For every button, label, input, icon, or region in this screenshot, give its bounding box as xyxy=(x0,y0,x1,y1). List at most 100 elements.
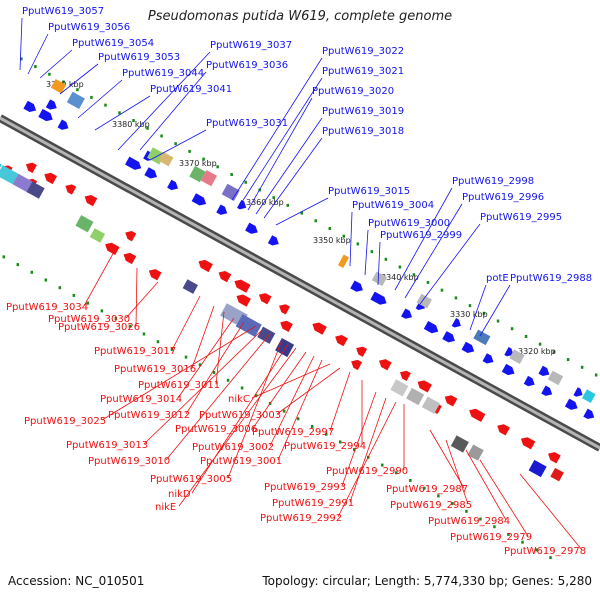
forward-label-leader xyxy=(94,95,151,131)
reverse-label-leader xyxy=(227,339,283,479)
reverse-gene-label: PputW619_3006 xyxy=(175,424,257,435)
reverse-gene-arrow xyxy=(105,242,120,255)
reverse-label-leader xyxy=(465,449,507,521)
forward-gene-arrow xyxy=(57,119,69,130)
tick-dot xyxy=(566,358,570,362)
kbp-tick-label: 3370 kbp xyxy=(179,159,217,168)
forward-gene-arrow xyxy=(564,398,578,410)
tick-dot xyxy=(226,378,230,382)
reverse-gene-label: PputW619_3010 xyxy=(88,456,170,467)
forward-label-leader xyxy=(247,97,313,211)
tick-dot xyxy=(384,257,388,261)
reverse-label-leader xyxy=(479,459,529,537)
forward-label-leader xyxy=(149,129,207,161)
reverse-gene-label: PputW619_3034 xyxy=(6,302,88,313)
reverse-gene-arrow xyxy=(335,335,348,347)
forward-label-leader xyxy=(377,241,381,286)
reverse-label-leader xyxy=(349,397,387,503)
tick-dot xyxy=(286,203,289,207)
reverse-label-leader xyxy=(83,249,116,307)
forward-gene-arrow xyxy=(538,365,550,377)
feature-block xyxy=(406,387,425,406)
forward-gene-arrow xyxy=(401,308,412,319)
tick-dot xyxy=(240,386,244,390)
reverse-label-leader xyxy=(429,429,465,489)
forward-gene-label: PputW619_2998 xyxy=(452,176,534,187)
forward-gene-label: PputW619_2995 xyxy=(480,212,562,223)
tick-dot xyxy=(314,219,318,223)
reverse-gene-label: PputW619_3011 xyxy=(138,380,220,391)
tick-dot xyxy=(328,226,332,230)
forward-label-leader xyxy=(469,284,487,331)
reverse-gene-label: PputW619_3003 xyxy=(199,410,281,421)
gene-features xyxy=(0,79,596,482)
tick-dot xyxy=(34,65,37,69)
tick-dot xyxy=(118,111,121,115)
forward-gene-label: PputW619_3036 xyxy=(206,60,288,71)
accession-text: Accession: NC_010501 xyxy=(8,574,145,588)
forward-label-leader xyxy=(255,117,323,215)
tick-dot xyxy=(482,311,486,315)
tick-dot xyxy=(244,180,247,184)
tick-dot xyxy=(324,432,328,436)
reverse-label-leader xyxy=(185,321,245,415)
forward-gene-arrow xyxy=(370,291,387,305)
feature-block xyxy=(416,293,432,309)
reverse-gene-label: PputW619_2978 xyxy=(504,546,586,557)
forward-gene-arrow xyxy=(442,331,455,343)
feature-block xyxy=(275,338,295,358)
tick-dot xyxy=(198,363,202,367)
tick-dot xyxy=(100,309,104,313)
forward-label-leader xyxy=(59,63,99,95)
feature-block xyxy=(0,165,19,185)
reverse-label-leader xyxy=(341,391,377,487)
forward-label-leader xyxy=(364,229,369,276)
feature-block xyxy=(66,91,85,110)
reverse-gene-arrow xyxy=(497,424,510,436)
feature-block xyxy=(89,228,106,243)
reverse-gene-arrow xyxy=(125,231,137,242)
reverse-gene-label: PputW619_2992 xyxy=(260,513,342,524)
reverse-gene-label: PputW619_3013 xyxy=(66,440,148,451)
feature-block xyxy=(509,349,525,364)
reverse-gene-label: PputW619_3012 xyxy=(108,410,190,421)
tick-dot xyxy=(454,296,458,300)
tick-dot xyxy=(76,88,79,92)
reverse-gene-label: PputW619_3001 xyxy=(200,456,282,467)
reverse-gene-label: PputW619_2990 xyxy=(326,466,408,477)
forward-gene-arrow xyxy=(167,179,179,191)
reverse-gene-arrow xyxy=(312,322,327,335)
tick-dot xyxy=(409,478,412,482)
tick-dot xyxy=(2,255,6,259)
reverse-label-leader xyxy=(125,281,159,319)
forward-gene-arrow xyxy=(350,280,363,292)
tick-dot xyxy=(552,350,556,354)
reverse-label-leader xyxy=(171,295,201,351)
reverse-label-leader xyxy=(252,351,307,429)
kbp-tick-label: 3350 kbp xyxy=(313,236,351,245)
tick-dot xyxy=(86,301,90,305)
forward-gene-label: PputW619_2996 xyxy=(462,192,544,203)
forward-gene-arrow xyxy=(267,235,279,246)
genome-summary-text: Topology: circular; Length: 5,774,330 bp… xyxy=(262,574,592,588)
reverse-gene-label: PputW619_3026 xyxy=(58,322,140,333)
reverse-gene-label: PputW619_2991 xyxy=(272,498,354,509)
forward-gene-label: PputW619_3000 xyxy=(368,218,450,229)
tick-dot xyxy=(468,304,472,308)
forward-label-leader xyxy=(139,71,207,151)
reverse-label-leader xyxy=(269,355,315,447)
forward-gene-label: PputW619_3056 xyxy=(48,22,130,33)
tick-dot xyxy=(20,57,23,61)
reverse-gene-label: PputW619_3025 xyxy=(24,416,106,427)
forward-label-leader xyxy=(479,284,511,337)
feature-block xyxy=(200,169,218,187)
genome-backbone-line xyxy=(0,116,600,450)
feature-block xyxy=(257,326,276,344)
tick-dot xyxy=(44,278,48,282)
reverse-gene-arrow xyxy=(84,194,98,207)
forward-label-leader xyxy=(349,211,353,267)
forward-gene-label: PputW619_3037 xyxy=(210,40,292,51)
reverse-gene-label: PputW619_3016 xyxy=(114,364,196,375)
reverse-gene-arrow xyxy=(218,270,232,283)
